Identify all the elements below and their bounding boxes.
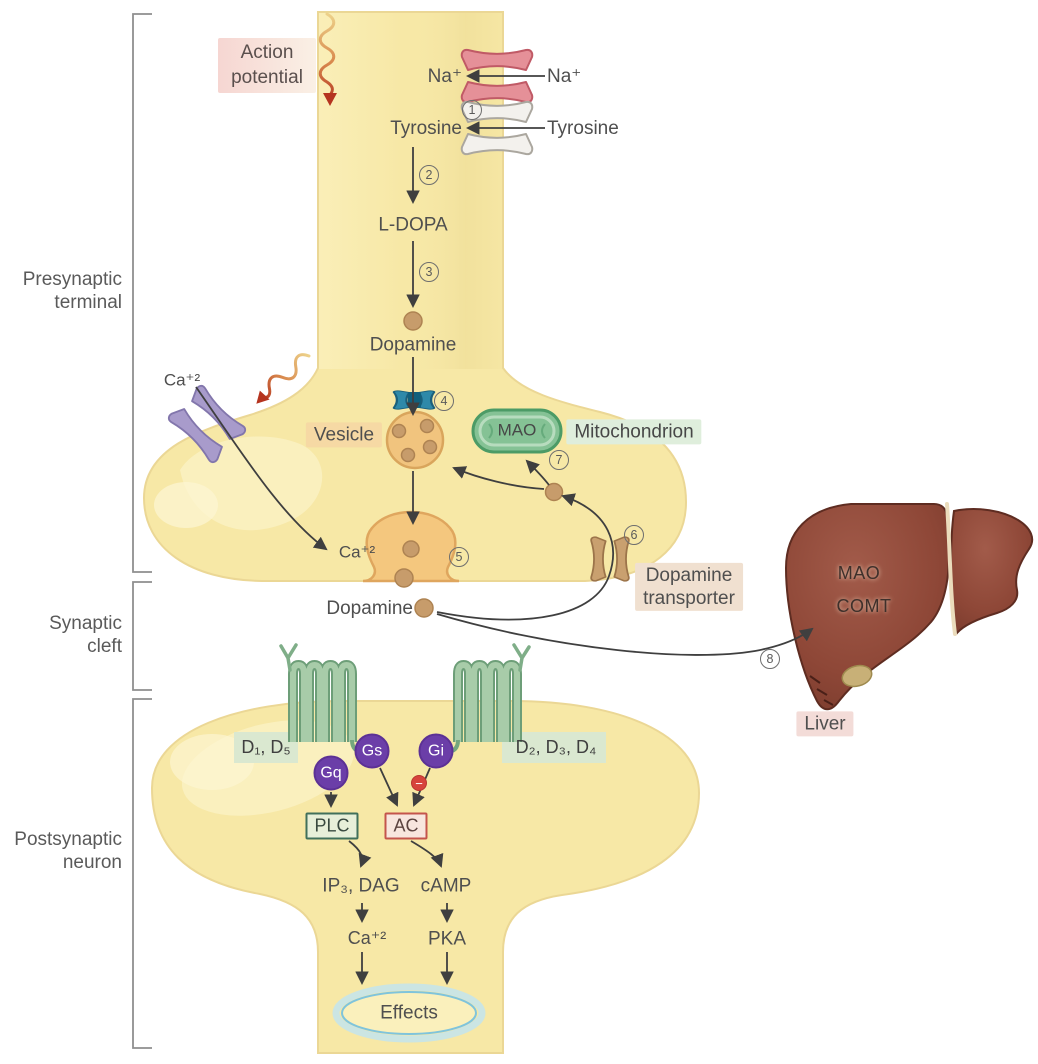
to-liver-arrow: [436, 613, 814, 656]
presynaptic-terminal-label: Presynaptic terminal: [22, 269, 122, 314]
to-vesicle-arrow: [452, 466, 545, 490]
step-4-badge: 4: [434, 391, 454, 411]
postsynaptic-highlight-2: [170, 734, 254, 790]
terminal-highlight-2: [154, 482, 218, 528]
ac-to-camp-arrow: [410, 840, 444, 868]
gq-protein: Gq: [313, 755, 349, 791]
effects-label: Effects: [380, 1002, 438, 1024]
tyrosine-intracellular-label: Tyrosine: [390, 118, 462, 139]
l-dopa-label: L-DOPA: [378, 214, 448, 236]
effects-glow: [332, 983, 486, 1043]
calcium-entry-arrow: [195, 386, 328, 551]
na-intracellular-label: Na⁺: [427, 66, 462, 87]
dopamine-transporter-channel: [590, 536, 630, 582]
step-5-badge: 5: [449, 547, 469, 567]
vmat-pore: [408, 392, 421, 408]
sodium-channel: [460, 48, 534, 104]
mitochondrion-shape: [471, 408, 563, 454]
calcium-postsynaptic-label: Ca⁺²: [347, 928, 387, 949]
synaptic-cleft-label: Synaptic cleft: [49, 613, 122, 658]
step-8-badge: 8: [760, 649, 780, 669]
ip3-dag-label: IP₃, DAG: [322, 875, 400, 897]
gs-to-ac-arrow: [379, 767, 399, 807]
mitochondrion-cristae: [488, 423, 546, 439]
section-brackets: [132, 13, 152, 1049]
dopamine-cleft-label: Dopamine: [326, 598, 413, 619]
reuptake-arrow: [436, 493, 614, 621]
vesicle-dopamine-dots: [391, 418, 438, 463]
effects-ellipse: [341, 991, 477, 1035]
plc-to-ip3-arrow: [348, 840, 372, 868]
gs-protein: Gs: [354, 733, 390, 769]
step-2-badge: 2: [419, 165, 439, 185]
step-6-badge: 6: [624, 525, 644, 545]
action-potential-arrowhead: [323, 93, 337, 106]
dopamine-axon-label: Dopamine: [369, 334, 457, 356]
fusing-vesicle-dot: [402, 540, 420, 558]
liver-comt-label: COMT: [836, 596, 892, 617]
calcium-squiggle: [256, 353, 311, 404]
dopamine-dot-cleft: [414, 598, 434, 618]
released-dopamine-dot: [394, 568, 414, 588]
dopamine-dot-axon: [403, 311, 423, 331]
receptor-d2-d3-d4: [436, 643, 531, 754]
to-mao-arrow: [525, 459, 550, 486]
dopamine-transporter-label: Dopamine transporter: [635, 562, 743, 612]
mitochondrion-label: Mitochondrion: [566, 419, 702, 445]
action-potential-squiggle: [318, 12, 336, 97]
calcium-extracellular-label: Ca⁺²: [163, 370, 201, 390]
tyrosine-extracellular-label: Tyrosine: [547, 118, 619, 139]
d2-d3-d4-receptor-label: D₂, D₃, D₄: [515, 737, 597, 758]
inhibition-icon: −: [411, 775, 427, 791]
camp-label: cAMP: [420, 875, 472, 897]
liver-right-lobe: [949, 508, 1034, 635]
step-1-badge: 1: [462, 100, 482, 120]
d1-d5-receptor-label: D₁, D₅: [241, 737, 291, 758]
mitochondrion-inner: [478, 415, 556, 447]
synaptic-cleft-bracket: [132, 581, 152, 691]
presynaptic-bracket: [132, 13, 152, 573]
receptor-antenna-left: [279, 643, 298, 672]
plc-enzyme: PLC: [305, 812, 359, 840]
na-extracellular-label: Na⁺: [547, 66, 582, 87]
postsynaptic-bracket: [132, 698, 152, 1049]
d1d5-label-bg: [234, 732, 298, 763]
falciform-ligament: [945, 502, 957, 636]
step-7-badge: 7: [549, 450, 569, 470]
liver-edge-hatching: [809, 675, 834, 706]
pka-label: PKA: [427, 928, 467, 950]
ac-enzyme: AC: [384, 812, 428, 840]
gi-protein: Gi: [418, 733, 454, 769]
curved-arrows: [195, 386, 814, 868]
action-potential-label: Action potential: [218, 38, 316, 94]
mao-mitochondrion-label: MAO: [497, 420, 537, 440]
vesicle: [385, 410, 445, 470]
liver-label: Liver: [796, 711, 854, 737]
liver-mao-label: MAO: [837, 563, 881, 584]
dopamine-dot-reuptake: [544, 482, 564, 502]
calcium-intracellular-label: Ca⁺²: [338, 542, 376, 562]
gallbladder: [841, 664, 873, 688]
receptor-antenna-right: [512, 643, 531, 672]
vesicle-label: Vesicle: [305, 422, 383, 448]
postsynaptic-neuron-label: Postsynaptic neuron: [14, 829, 122, 874]
step-3-badge: 3: [419, 262, 439, 282]
